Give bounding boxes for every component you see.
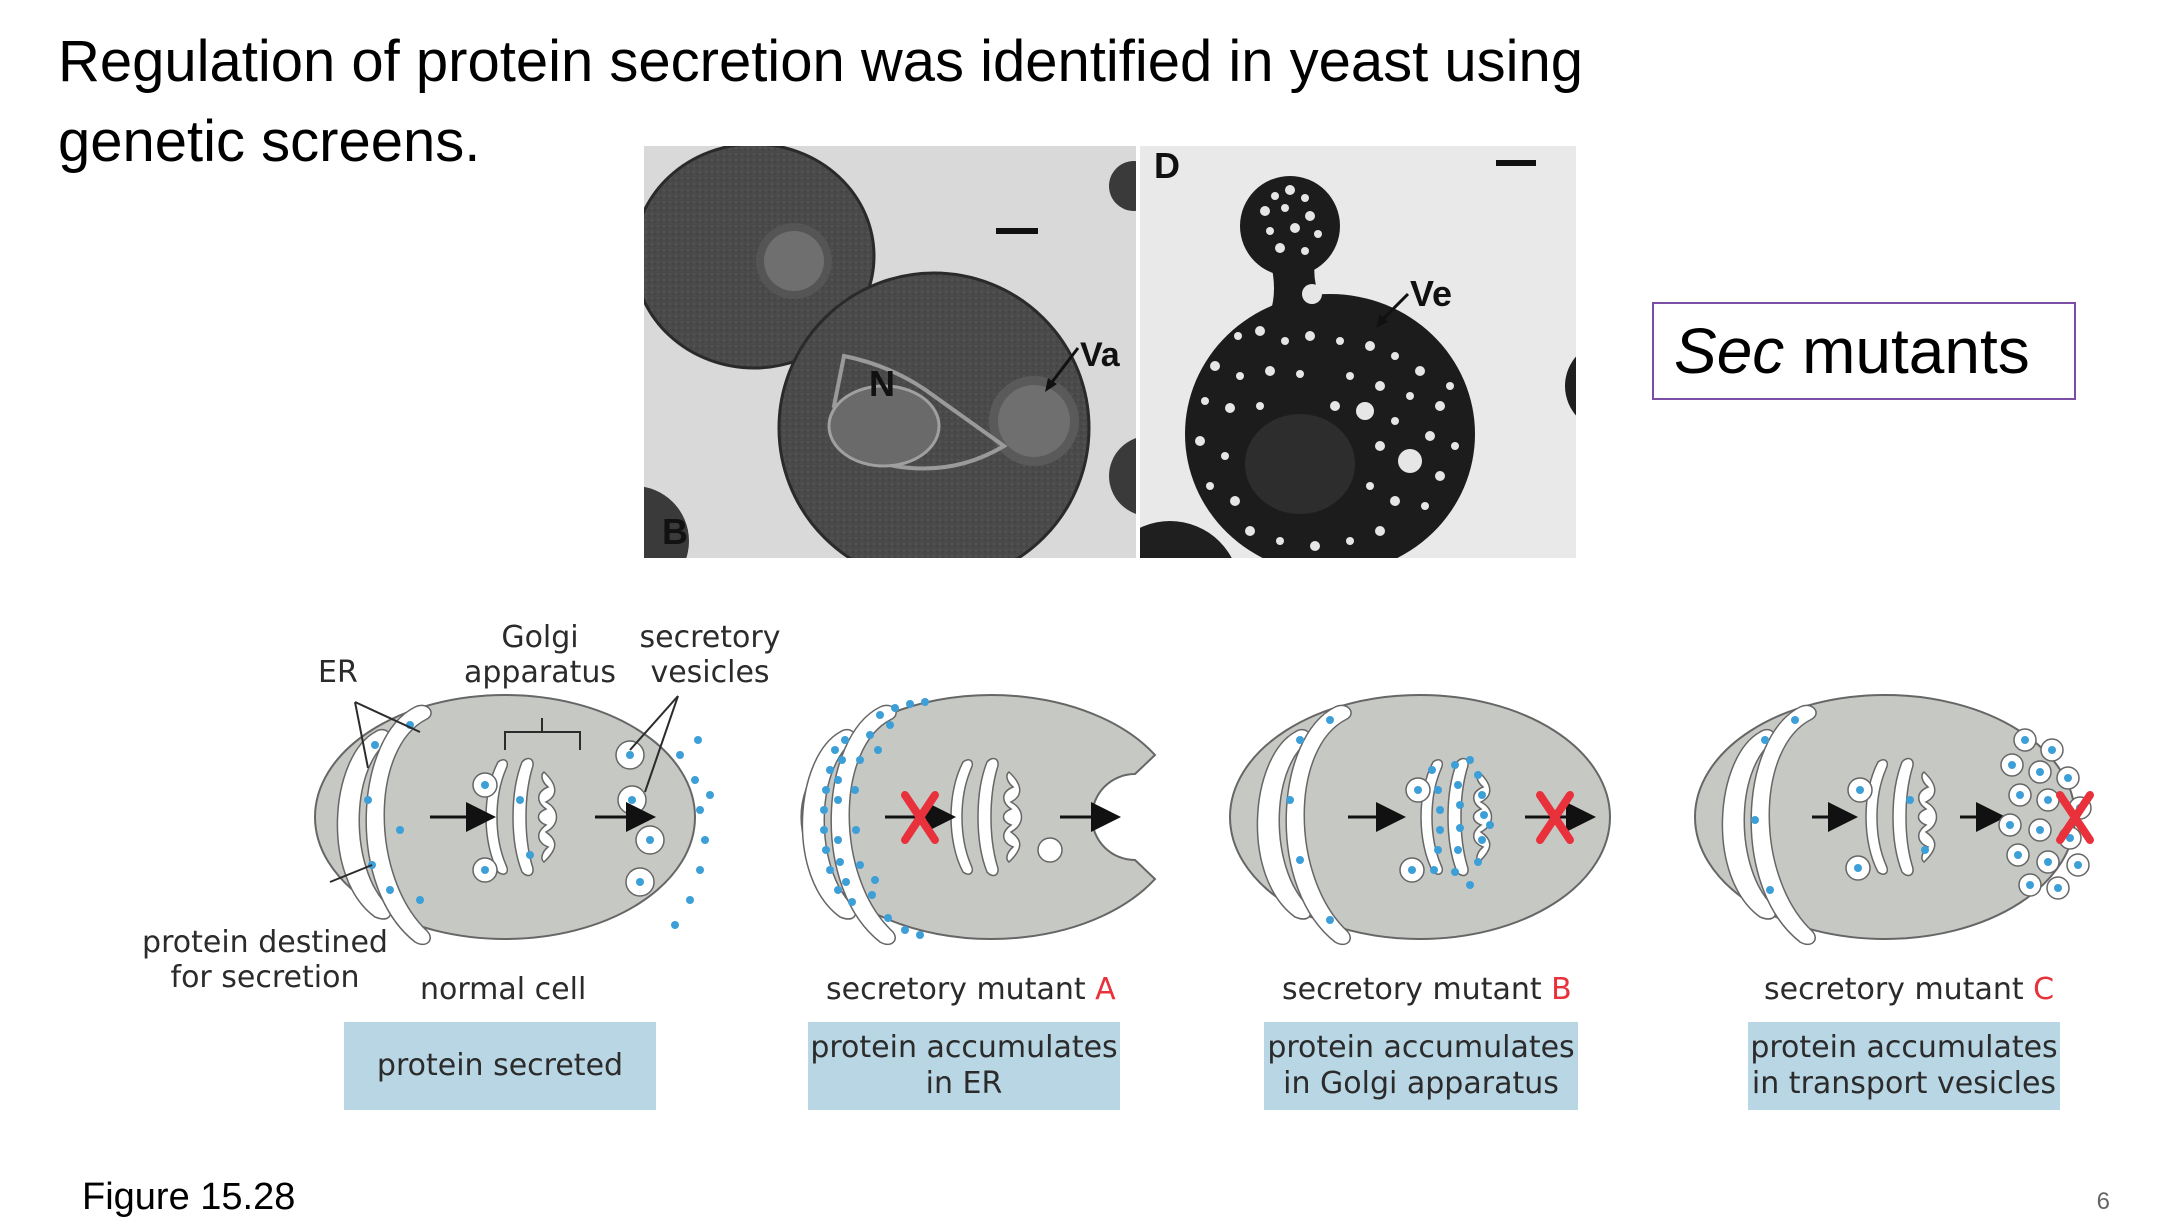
vacuole-label: Va [1080,336,1121,374]
nucleus-label: N [869,363,895,404]
block-x-icon [1536,791,1574,844]
cell-caption-normal: normal cell [420,972,587,1007]
sec-italic: Sec [1674,315,1785,387]
slide-title: Regulation of protein secretion was iden… [58,22,1583,182]
block-x-icon [2056,791,2094,844]
cell-caption-mutant-b: secretory mutant B [1282,972,1572,1007]
secretion-diagram: ER Golgi apparatus secretory vesicles pr… [142,620,2094,995]
sec-mutants-box: Sec mutants [1652,302,2076,400]
panel-letter-d: D [1154,146,1180,186]
title-line-2: genetic screens. [58,109,481,174]
vesicles-label-line-2: vesicles [650,655,769,690]
micrograph-d: Ve D [1140,146,1576,558]
vacuole-arrow [1047,347,1080,387]
block-x-icon [901,791,939,844]
er-label: ER [318,655,358,690]
result-box-normal: protein secreted [344,1022,656,1110]
micrograph-b: N Va B [644,146,1136,558]
mutant-b-cell [1229,694,1611,946]
vesicles-arrow [1378,292,1410,324]
golgi-label-line-2: apparatus [464,655,616,690]
protein-label-line-2: for secretion [171,960,360,995]
panel-letter-b: B [662,511,688,552]
page-number: 6 [2096,1188,2110,1215]
title-line-1: Regulation of protein secretion was iden… [58,29,1584,94]
vesicles-label-line-1: secretory [640,620,781,655]
sec-rest: mutants [1784,315,2030,387]
golgi-label-line-1: Golgi [501,620,578,655]
mutant-a-cell [800,694,1157,946]
mutant-c-cell [1694,694,2094,946]
figure-caption: Figure 15.28 [82,1176,296,1218]
normal-cell [314,694,714,946]
scale-bar-d [1496,160,1536,166]
cell-caption-mutant-a: secretory mutant A [826,972,1116,1007]
vesicles-label: Ve [1410,273,1452,314]
scale-bar [996,228,1038,234]
cell-caption-mutant-c: secretory mutant C [1764,972,2055,1007]
protein-label-line-1: protein destined [142,925,388,960]
